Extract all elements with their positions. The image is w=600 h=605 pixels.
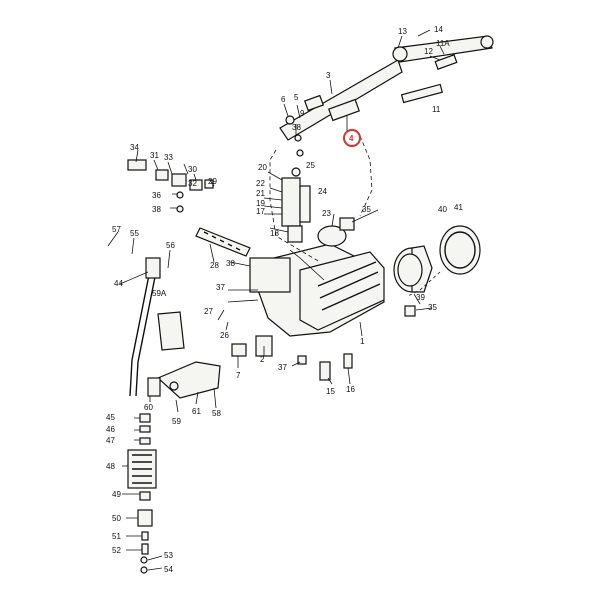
highlight-circle bbox=[343, 129, 361, 147]
callout-57: 57 bbox=[112, 225, 121, 234]
callout-9: 9 bbox=[300, 109, 305, 118]
callout-19: 19 bbox=[256, 199, 265, 208]
filter-stack bbox=[127, 413, 157, 574]
callout-38-mid: 38 bbox=[226, 259, 235, 268]
callout-51: 51 bbox=[112, 532, 121, 541]
callout-38-left: 38 bbox=[152, 205, 161, 214]
callout-38: 38 bbox=[292, 123, 301, 132]
callout-39: 39 bbox=[416, 293, 425, 302]
mount-bracket bbox=[147, 361, 221, 399]
callout-12: 12 bbox=[424, 47, 433, 56]
callout-20: 20 bbox=[258, 163, 267, 172]
callout-4: 4 bbox=[349, 134, 354, 143]
callout-33: 33 bbox=[164, 153, 173, 162]
callout-59A: 59A bbox=[152, 289, 167, 298]
callout-28: 28 bbox=[210, 261, 219, 270]
callout-labels: 13 14 11A 12 3 11 5 6 9 38 4 34 31 33 30… bbox=[106, 25, 463, 574]
callout-26: 26 bbox=[220, 331, 229, 340]
callout-52: 52 bbox=[112, 546, 121, 555]
callout-17: 17 bbox=[256, 207, 265, 216]
callout-35-top: 35 bbox=[362, 205, 371, 214]
plug-35 bbox=[404, 305, 416, 317]
callout-54: 54 bbox=[164, 565, 173, 574]
callout-48: 48 bbox=[106, 462, 115, 471]
callout-44: 44 bbox=[114, 279, 123, 288]
callout-34: 34 bbox=[130, 143, 139, 152]
callout-61: 61 bbox=[192, 407, 201, 416]
callout-5: 5 bbox=[294, 93, 299, 102]
callout-27: 27 bbox=[204, 307, 213, 316]
callout-50: 50 bbox=[112, 514, 121, 523]
callout-32: 32 bbox=[188, 179, 197, 188]
callout-40: 40 bbox=[438, 205, 447, 214]
callout-22: 22 bbox=[256, 179, 265, 188]
governor-stack bbox=[281, 167, 311, 243]
callout-25: 25 bbox=[306, 161, 315, 170]
callout-37-bottom: 37 bbox=[278, 363, 287, 372]
callout-24: 24 bbox=[318, 187, 327, 196]
callout-58: 58 bbox=[212, 409, 221, 418]
callout-2: 2 bbox=[260, 355, 265, 364]
callout-30: 30 bbox=[188, 165, 197, 174]
callout-15: 15 bbox=[326, 387, 335, 396]
rotor-drum bbox=[393, 245, 433, 293]
callout-53: 53 bbox=[164, 551, 173, 560]
callout-14: 14 bbox=[434, 25, 443, 34]
blank-area bbox=[320, 420, 470, 540]
callout-21: 21 bbox=[256, 189, 265, 198]
leader-lines bbox=[107, 29, 445, 571]
callout-41: 41 bbox=[454, 203, 463, 212]
callout-59: 59 bbox=[172, 417, 181, 426]
callout-7: 7 bbox=[236, 371, 241, 380]
callout-60: 60 bbox=[144, 403, 153, 412]
callout-13: 13 bbox=[398, 27, 407, 36]
callout-18: 18 bbox=[270, 229, 279, 238]
callout-11: 11 bbox=[432, 105, 441, 114]
callout-6: 6 bbox=[281, 95, 286, 104]
callout-31: 31 bbox=[150, 151, 159, 160]
small-parts-bottom bbox=[231, 335, 353, 381]
pump-housing bbox=[249, 217, 385, 337]
left-fittings bbox=[127, 159, 214, 213]
callout-55: 55 bbox=[130, 229, 139, 238]
seal-rings bbox=[439, 225, 481, 275]
callout-36: 36 bbox=[152, 191, 161, 200]
top-rod bbox=[279, 35, 494, 141]
callout-35-right: 35 bbox=[428, 303, 437, 312]
callout-3: 3 bbox=[326, 71, 331, 80]
callout-16: 16 bbox=[346, 385, 355, 394]
callout-1: 1 bbox=[360, 337, 365, 346]
callout-49: 49 bbox=[112, 490, 121, 499]
rack-strip bbox=[195, 227, 251, 257]
small-springs-top bbox=[285, 54, 458, 157]
callout-29: 29 bbox=[208, 177, 217, 186]
callout-47: 47 bbox=[106, 436, 115, 445]
callout-37: 37 bbox=[216, 283, 225, 292]
callout-23: 23 bbox=[322, 209, 331, 218]
callout-56: 56 bbox=[166, 241, 175, 250]
callout-45: 45 bbox=[106, 413, 115, 422]
callout-46: 46 bbox=[106, 425, 115, 434]
callout-11A: 11A bbox=[436, 39, 450, 48]
fuel-line bbox=[129, 257, 185, 397]
